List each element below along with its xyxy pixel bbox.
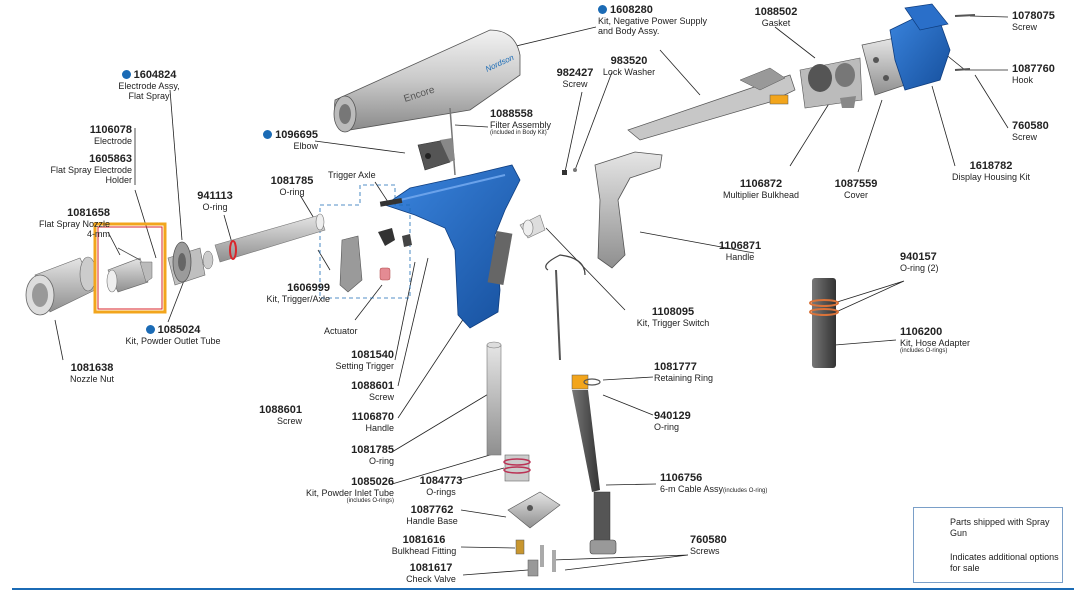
option-dot-icon [145, 325, 155, 334]
handle-base [507, 491, 561, 529]
label-actuator: Actuator [324, 326, 358, 336]
display-housing [889, 3, 976, 91]
label-trigger-axle: Trigger Axle [328, 170, 376, 180]
leader-lines [54, 15, 1009, 576]
retaining-ring [583, 378, 601, 386]
power-supply-body [563, 67, 796, 174]
elbow-part [417, 138, 455, 171]
flat-spray-nozzle-highlight [93, 222, 167, 314]
handle-blue [384, 164, 521, 329]
fittings [515, 170, 567, 577]
electrode-assembly [167, 241, 214, 286]
option-dot-icon [121, 70, 131, 79]
trigger-switch-part [487, 214, 546, 285]
legend-shipped-text: Parts shipped with Spray Gun [950, 517, 1050, 538]
option-dot-icon [598, 5, 607, 14]
legend-row-shipped: Parts shipped with Spray Gun [914, 511, 1062, 541]
footer-divider [12, 588, 1074, 590]
legend-options-text: Indicates additional options for sale [950, 552, 1059, 573]
gun-body: Encore Nordson [333, 29, 521, 176]
option-dot-icon [263, 130, 273, 139]
legend-row-options: Indicates additional options for sale [914, 546, 1062, 576]
nozzle-nut [25, 256, 97, 316]
powder-inlet-tube [486, 341, 531, 482]
hose-adapter [809, 278, 839, 368]
powder-outlet-tube [214, 213, 326, 263]
trigger-kit-box [319, 184, 412, 299]
cable-assembly [545, 254, 617, 555]
legend-box: Parts shipped with Spray Gun Indicates a… [913, 507, 1063, 583]
multiplier-bulkhead [799, 57, 863, 109]
handle-grey [594, 151, 663, 269]
